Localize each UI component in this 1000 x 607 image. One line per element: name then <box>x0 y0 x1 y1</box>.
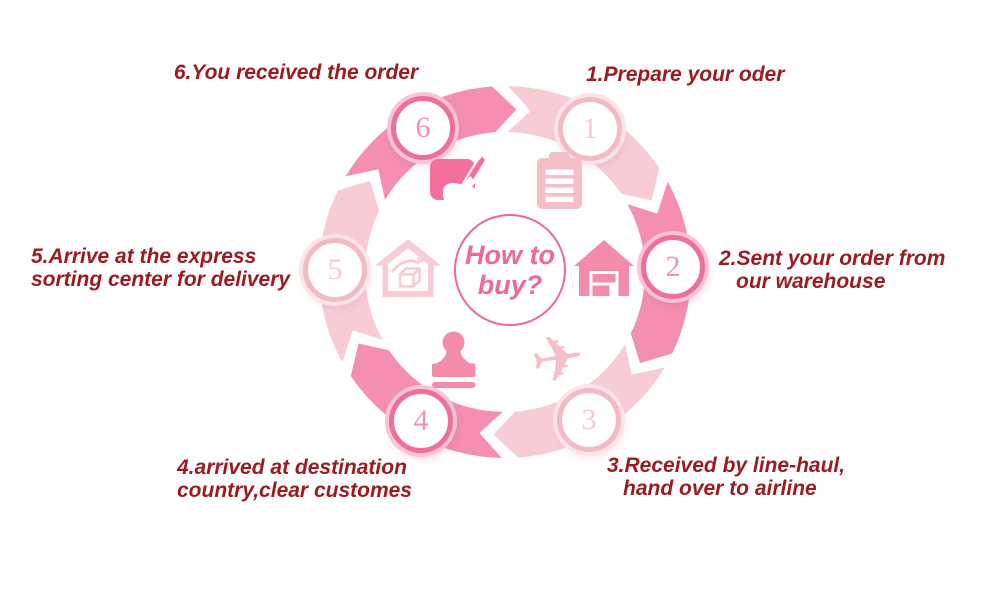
step-label-2: 2.Sent your order from our warehouse <box>719 247 969 293</box>
step-label-6-line1: 6.You received the order <box>173 61 419 84</box>
house-box-icon <box>375 239 441 297</box>
step-badge-6: 6 <box>391 96 455 160</box>
step-number-3: 3 <box>581 403 597 436</box>
step-number-5: 5 <box>327 253 343 286</box>
step-label-1: 1.Prepare your oder <box>586 63 826 86</box>
center-title-line2: buy? <box>477 270 543 300</box>
stamp-icon <box>432 331 476 388</box>
step-label-5-line1: 5.Arrive at the express <box>31 245 257 268</box>
step-number-2: 2 <box>665 250 681 283</box>
warehouse-icon <box>574 240 634 296</box>
step-badge-2: 2 <box>641 235 705 299</box>
step-badge-5: 5 <box>303 238 367 302</box>
center-title-circle: How to buy? <box>454 214 566 326</box>
step-number-4: 4 <box>413 404 429 437</box>
step-label-3-line1: 3.Received by line-haul, <box>607 454 846 477</box>
step-label-4: 4.arrived at destination country,clear c… <box>177 456 447 502</box>
step-label-6: 6.You received the order <box>162 61 430 84</box>
hand-sign-icon <box>430 155 495 208</box>
step-badge-4: 4 <box>389 389 453 453</box>
step-label-2-line1: 2.Sent your order from <box>719 247 946 270</box>
step-badge-3: 3 <box>557 388 621 452</box>
step-number-6: 6 <box>415 111 431 144</box>
step-badge-1: 1 <box>558 97 622 161</box>
step-label-5: 5.Arrive at the express sorting center f… <box>31 245 323 291</box>
step-label-1-line1: 1.Prepare your oder <box>586 63 785 86</box>
order-list-icon <box>537 152 582 209</box>
step-label-4-line1: 4.arrived at destination <box>177 456 407 479</box>
step-label-5-line2: sorting center for delivery <box>31 268 291 291</box>
step-number-1: 1 <box>582 112 598 145</box>
step-label-3: 3.Received by line-haul, hand over to ai… <box>607 454 869 500</box>
step-label-3-line2: hand over to airline <box>623 477 817 500</box>
center-title-line1: How to <box>465 240 555 270</box>
airplane-icon: ✈ <box>525 319 591 401</box>
step-label-4-line2: country,clear customes <box>177 479 412 502</box>
step-label-2-line2: our warehouse <box>736 270 886 293</box>
